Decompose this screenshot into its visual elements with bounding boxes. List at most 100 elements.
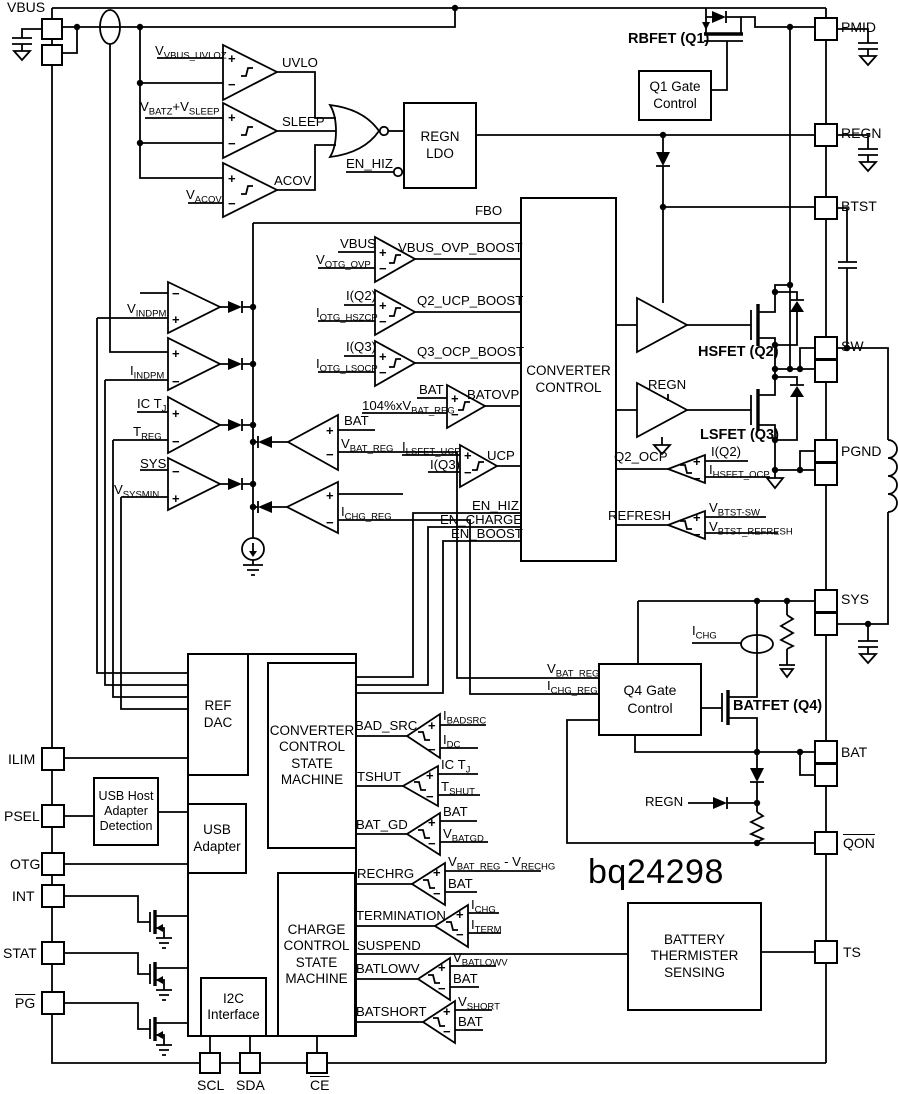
block-label: MACHINE — [285, 970, 348, 986]
label-vbatreg-vrechg: VBAT_REG - VRECHG — [448, 854, 556, 873]
fet-arrow-icon — [156, 924, 163, 932]
uvlo-comparator-icon — [222, 43, 279, 102]
minus-sign: − — [433, 886, 441, 901]
ground-arrow-icon — [651, 444, 673, 456]
hysteresis-icon — [389, 254, 401, 264]
hysteresis-icon — [423, 879, 435, 889]
label-rechrg: RECHRG — [357, 866, 415, 881]
error-amplifier-bank: − + + − + − − + + − + − — [96, 280, 598, 710]
label-tshut-ref: TSHUT — [441, 779, 475, 798]
plus-sign: + — [464, 448, 472, 463]
block-label: SENSING — [664, 964, 725, 980]
plus-sign: + — [438, 960, 446, 975]
pin-label-pg: PG — [15, 995, 36, 1011]
thermister-wiring — [353, 951, 815, 955]
comparator-icon — [665, 453, 706, 485]
minus-sign: − — [172, 286, 180, 301]
ground-arrow-icon — [857, 55, 879, 67]
minus-sign: − — [428, 742, 436, 757]
gate-driver-icon — [636, 381, 689, 439]
plus-sign: + — [379, 298, 387, 313]
body-diode-icon — [712, 11, 726, 23]
diode-icon — [228, 358, 242, 370]
label-vshort: VSHORT — [458, 994, 500, 1013]
ref-dac-block: REF DAC — [187, 653, 249, 776]
pin-btst-pad — [814, 196, 838, 220]
minus-sign: − — [426, 789, 434, 804]
block-label: CONTROL — [283, 938, 350, 954]
label-vbtst-refresh: VBTST_REFRESH — [709, 519, 793, 538]
plus-sign: + — [326, 488, 334, 503]
ground-arrow-icon — [857, 161, 879, 173]
part-number: bq24298 — [588, 853, 724, 891]
comparator-icon — [374, 235, 417, 284]
label-vvbus-uvloz: VVBUS_UVLOZ — [155, 43, 227, 62]
minus-sign: − — [326, 447, 334, 462]
block-label: Interface — [207, 1007, 260, 1022]
block-label: I2C — [222, 990, 244, 1006]
label-bat-batovp: BAT — [419, 382, 444, 397]
plus-sign: + — [172, 406, 180, 421]
hysteresis-icon — [241, 67, 253, 77]
pin-label-pgnd: PGND — [841, 443, 882, 459]
plus-sign: + — [379, 245, 387, 260]
q4-gate-control-block: Q4 Gate Control — [598, 663, 702, 736]
pin-label-psel: PSEL — [4, 808, 40, 824]
minus-sign: − — [379, 365, 387, 380]
body-diode-icon — [790, 301, 804, 312]
ground-arrow-icon — [857, 653, 879, 665]
pin-sys-pad — [814, 589, 838, 613]
minus-sign: − — [438, 981, 446, 996]
pin-sda-pad — [239, 1052, 261, 1074]
hysteresis-icon — [389, 358, 401, 368]
label-q2-ocp: Q2_OCP — [614, 449, 668, 464]
label-rechrg-bat: BAT — [448, 876, 473, 891]
pin-pads — [41, 17, 838, 1074]
regn-rbfet-network — [473, 8, 879, 369]
block-label: CONTROL — [278, 739, 345, 755]
plus-sign: + — [172, 312, 180, 327]
pin-pmid-pad — [814, 17, 838, 41]
label-q2-ucp-boost: Q2_UCP_BOOST — [417, 293, 524, 308]
hysteresis-icon — [241, 185, 253, 195]
pin-vbus-pad — [41, 18, 63, 40]
pin-label-int: INT — [12, 888, 35, 904]
label-ichg-reg-amp: ICHG_REG — [341, 504, 392, 523]
hysteresis-icon — [418, 829, 430, 839]
label-ichg-term: ICHG — [471, 897, 496, 916]
state-machine-comparators: + − + − + − + − + − + − + − — [353, 712, 541, 1045]
pin-label-regn: REGN — [841, 125, 882, 141]
package-outline — [51, 7, 827, 1064]
block-label: STATE — [291, 755, 333, 771]
pin-label-ilim: ILIM — [8, 751, 36, 767]
label-iq2-ocp: I(Q2) — [711, 444, 742, 459]
minus-sign: − — [428, 836, 436, 851]
pin-vbus-pad — [41, 44, 63, 66]
block-label: LDO — [426, 145, 454, 161]
usb-adapter-block: USB Adapter — [187, 803, 247, 874]
comparator-icon — [459, 443, 499, 489]
comparator-icon — [405, 811, 441, 857]
label-regn-driver: REGN — [648, 377, 687, 392]
minus-sign: − — [379, 314, 387, 329]
pin-ce-pad — [306, 1052, 328, 1074]
label-rbfet-q1: RBFET (Q1) — [628, 31, 710, 47]
ground-arrow-icon — [11, 50, 33, 62]
vbus-input-network — [11, 4, 459, 353]
comparator-icon — [401, 764, 439, 808]
block-label: STATE — [295, 954, 338, 970]
label-refresh: REFRESH — [608, 508, 672, 523]
label-fbo: FBO — [475, 203, 503, 218]
block-label: REGN — [420, 129, 460, 145]
nor-gate-icon — [328, 103, 381, 159]
block-label: Q4 Gate — [623, 682, 677, 699]
error-amp-icon — [167, 336, 223, 392]
comparator-icon — [410, 861, 446, 907]
diode-icon — [228, 419, 242, 431]
minus-sign: − — [172, 464, 180, 479]
fet-arrow-icon — [156, 1031, 163, 1039]
pin-label-sys: SYS — [841, 591, 870, 607]
plus-sign: + — [693, 510, 701, 525]
label-iotg-lsocp: IOTG_LSOCP — [316, 356, 378, 375]
